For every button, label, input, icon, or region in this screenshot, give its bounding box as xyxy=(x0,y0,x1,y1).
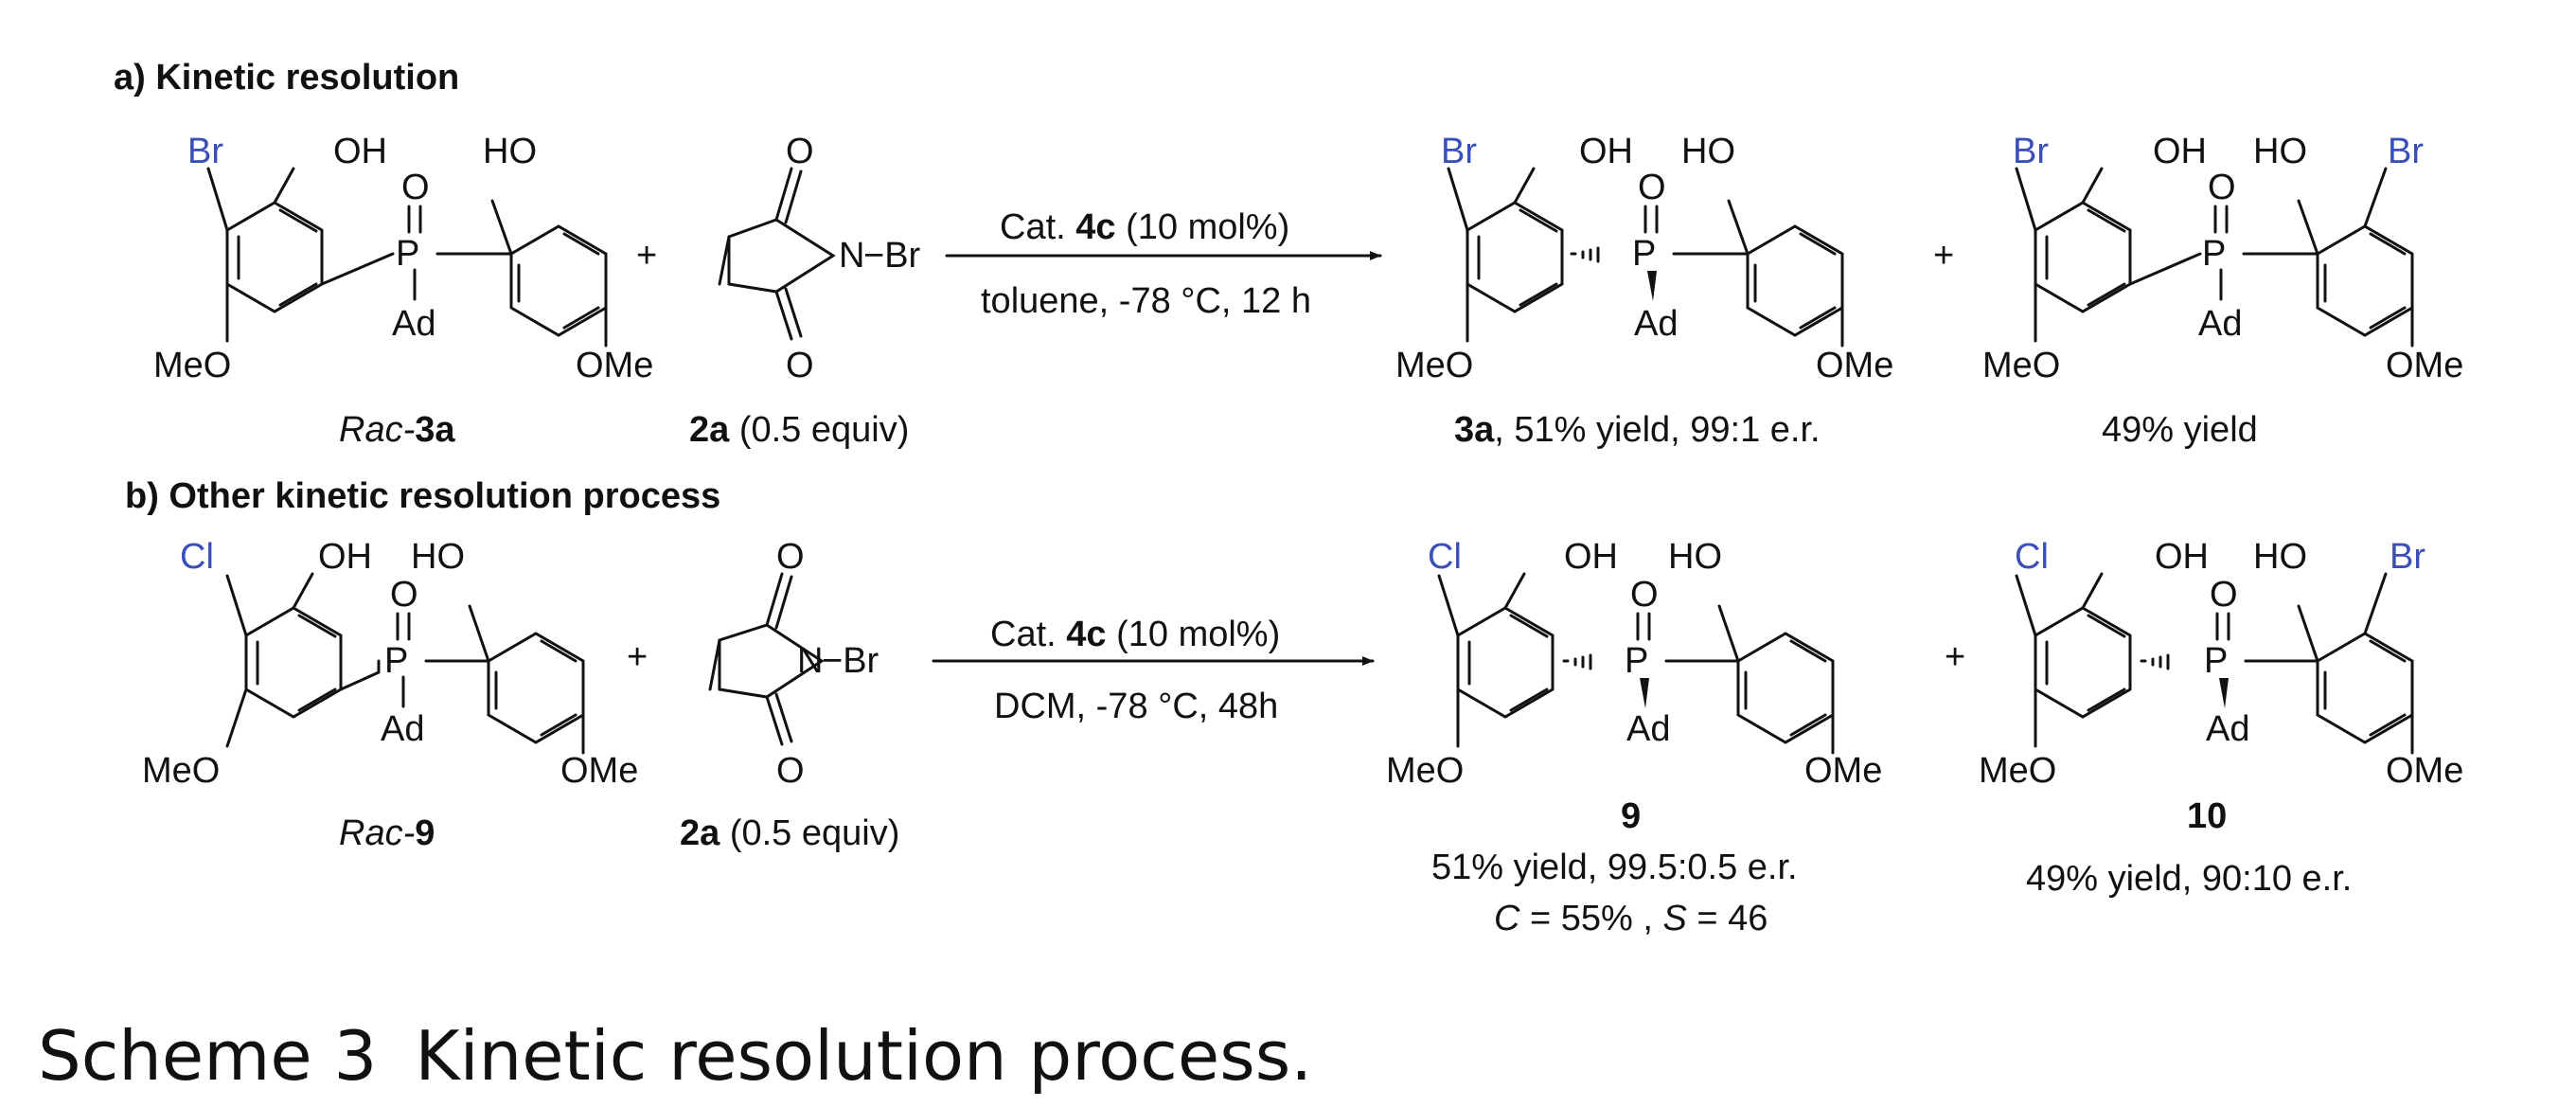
label-3a-product: 3a, 51% yield, 99:1 e.r. xyxy=(1454,410,1821,450)
phosphorus-atom: P xyxy=(396,234,419,274)
chloro-atom: Cl xyxy=(180,537,214,577)
hydroxyl-atom: OH xyxy=(2153,132,2207,171)
bromo-atom: Br xyxy=(187,132,223,171)
plus-sign: + xyxy=(1933,236,1954,276)
label-10-product: 10 xyxy=(2187,796,2227,836)
label-rac-9: Rac-9 xyxy=(339,813,435,853)
nitrogen-atom: N xyxy=(839,236,864,276)
result-9-yield: 51% yield, 99.5:0.5 e.r. xyxy=(1431,848,1798,887)
methoxy-atom: OMe xyxy=(1816,346,1893,385)
label-rac-3a: Rac-3a xyxy=(339,410,455,450)
phosphorus-atom: P xyxy=(2204,641,2228,681)
phosphorus-atom: P xyxy=(2202,234,2226,274)
oxo-atom: O xyxy=(1638,168,1666,207)
oxo-atom: O xyxy=(776,537,805,577)
section-b-heading: b) Other kinetic resolution process xyxy=(125,476,720,516)
label-9-product: 9 xyxy=(1621,796,1641,836)
adamantyl-label: Ad xyxy=(1634,304,1678,344)
bromo-atom: Br xyxy=(2388,132,2424,171)
methoxy-atom: MeO xyxy=(1982,346,2060,385)
adamantyl-label: Ad xyxy=(381,709,424,749)
oxo-atom: O xyxy=(390,575,418,615)
molecule-rac-9: Cl OH MeO P O Ad HO OMe xyxy=(142,537,638,791)
adamantyl-label: Ad xyxy=(2198,304,2242,344)
hydroxyl-atom: HO xyxy=(2253,132,2307,171)
oxo-atom: O xyxy=(786,132,814,171)
methoxy-atom: OMe xyxy=(2386,346,2463,385)
phosphorus-atom: P xyxy=(1632,234,1656,274)
n-bromo-label: −Br xyxy=(822,641,879,681)
hydroxyl-atom: HO xyxy=(1681,132,1735,171)
hydroxyl-atom: OH xyxy=(333,132,387,171)
section-a-heading: a) Kinetic resolution xyxy=(114,58,459,98)
methoxy-atom: OMe xyxy=(576,346,653,385)
hydroxyl-atom: OH xyxy=(1564,537,1618,577)
result-10-yield: 49% yield, 90:10 e.r. xyxy=(2026,859,2352,899)
hydroxyl-atom: OH xyxy=(318,537,372,577)
oxo-atom: O xyxy=(1630,575,1659,615)
label-2a: 2a (0.5 equiv) xyxy=(680,813,899,853)
adamantyl-label: Ad xyxy=(2206,709,2249,749)
oxo-atom: O xyxy=(786,346,814,385)
methoxy-atom: MeO xyxy=(1386,751,1464,791)
conditions-b-catalyst: Cat. 4c (10 mol%) xyxy=(990,615,1280,654)
chloro-atom: Cl xyxy=(2015,537,2049,577)
methoxy-atom: OMe xyxy=(2386,751,2463,791)
hydroxyl-atom: HO xyxy=(483,132,537,171)
oxo-atom: O xyxy=(401,168,430,207)
methoxy-atom: MeO xyxy=(142,751,220,791)
molecule-rac-3a: Br OH MeO P O Ad HO OMe xyxy=(153,132,653,385)
bromo-atom: Br xyxy=(1441,132,1477,171)
oxo-atom: O xyxy=(776,751,805,791)
molecule-nbs-2a: O O N −Br xyxy=(718,132,921,385)
molecule-3a-product: Br OH MeO P O Ad HO OMe xyxy=(1395,132,1893,385)
label-2a: 2a (0.5 equiv) xyxy=(689,410,909,450)
methoxy-atom: MeO xyxy=(153,346,231,385)
plus-sign: + xyxy=(1945,637,1965,677)
oxo-atom: O xyxy=(2210,575,2238,615)
phosphorus-atom: P xyxy=(384,641,408,681)
adamantyl-label: Ad xyxy=(392,304,435,344)
molecule-nbs-2a: O O N −Br xyxy=(708,537,879,791)
conditions-a-solvent: toluene, -78 °C, 12 h xyxy=(981,281,1311,321)
molecule-10-product: Cl OH MeO P O Ad HO Br OMe xyxy=(1979,537,2463,791)
hydroxyl-atom: HO xyxy=(411,537,465,577)
hydroxyl-atom: OH xyxy=(2155,537,2209,577)
bromo-atom: Br xyxy=(2013,132,2049,171)
nitrogen-atom: N xyxy=(797,641,823,681)
methoxy-atom: MeO xyxy=(1395,346,1473,385)
methoxy-atom: OMe xyxy=(560,751,638,791)
hydroxyl-atom: HO xyxy=(2253,537,2307,577)
adamantyl-label: Ad xyxy=(1626,709,1670,749)
result-9-selectivity: C = 55% , S = 46 xyxy=(1494,899,1768,938)
hydroxyl-atom: HO xyxy=(1668,537,1722,577)
oxo-atom: O xyxy=(2208,168,2236,207)
conditions-a-catalyst: Cat. 4c (10 mol%) xyxy=(1000,207,1289,247)
n-bromo-label: −Br xyxy=(863,236,921,276)
label-dibromo-product: 49% yield xyxy=(2102,410,2258,450)
conditions-b-solvent: DCM, -78 °C, 48h xyxy=(994,687,1278,726)
molecule-dibromo-product: Br OH MeO P O Ad HO Br OMe xyxy=(1982,132,2463,385)
molecule-9-product: Cl OH MeO P O Ad HO OMe xyxy=(1386,537,1882,791)
bromo-atom: Br xyxy=(2389,537,2425,577)
methoxy-atom: OMe xyxy=(1804,751,1882,791)
methoxy-atom: MeO xyxy=(1979,751,2056,791)
chloro-atom: Cl xyxy=(1428,537,1462,577)
hydroxyl-atom: OH xyxy=(1579,132,1633,171)
phosphorus-atom: P xyxy=(1625,641,1648,681)
plus-sign: + xyxy=(636,236,657,276)
plus-sign: + xyxy=(627,637,648,677)
